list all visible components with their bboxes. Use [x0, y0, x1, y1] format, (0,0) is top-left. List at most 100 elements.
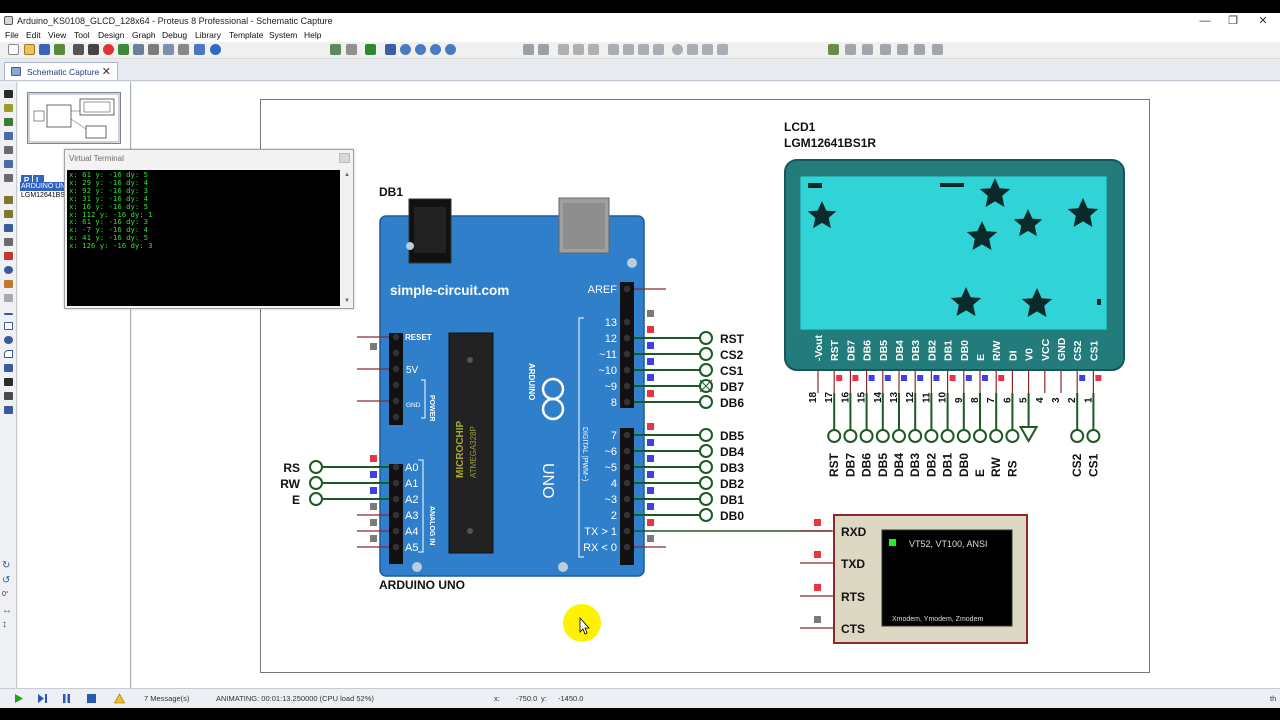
wire-label-icon[interactable] [4, 132, 13, 140]
net-terminal[interactable] [699, 363, 713, 377]
net-terminal[interactable] [699, 395, 713, 409]
net-terminal[interactable] [973, 429, 987, 443]
close-button[interactable]: ✕ [1258, 15, 1268, 27]
menu-template[interactable]: Template [229, 30, 264, 40]
net-terminal[interactable] [309, 476, 323, 490]
scroll-up-icon[interactable]: ▲ [344, 172, 350, 178]
probe-icon[interactable] [4, 266, 13, 274]
pcb-icon[interactable] [163, 44, 174, 55]
arduino-uno-component[interactable]: DB1 simple-circuit.com MICROCHIP ATMEGA3… [280, 185, 832, 592]
net-terminal[interactable] [1005, 429, 1020, 443]
menu-library[interactable]: Library [195, 30, 221, 40]
cut-icon[interactable] [558, 44, 569, 55]
block-delete-icon[interactable] [653, 44, 664, 55]
rotate-ccw-icon[interactable]: ↺ [2, 575, 11, 586]
lcd-component[interactable]: LCD1 LGM12641BS1R -Vout18RST17DB716DB615… [784, 120, 1125, 477]
net-terminal[interactable] [699, 492, 713, 506]
line-tool-icon[interactable] [4, 313, 13, 315]
net-terminal[interactable] [699, 347, 713, 361]
save-icon[interactable] [39, 44, 50, 55]
messages-count[interactable]: 7 Message(s) [144, 694, 190, 703]
minimize-button[interactable]: — [1199, 15, 1211, 27]
pause-icon[interactable] [61, 693, 72, 704]
junction-icon[interactable] [4, 118, 13, 126]
net-terminal[interactable] [989, 429, 1004, 443]
library-manager-button[interactable]: L [33, 175, 44, 186]
design-explorer-icon[interactable] [932, 44, 943, 55]
net-terminal[interactable] [956, 429, 971, 443]
redo-icon[interactable] [538, 44, 549, 55]
zoom-in-icon[interactable] [400, 44, 411, 55]
net-terminal[interactable] [1070, 429, 1085, 443]
device-item-lgm12641bs1r[interactable]: LGM12641BS1R [21, 192, 74, 199]
record-icon[interactable] [103, 44, 114, 55]
home-icon[interactable] [73, 44, 84, 55]
pick-devices-button[interactable]: P [21, 175, 32, 186]
import-icon[interactable] [54, 44, 65, 55]
stop-icon[interactable] [86, 693, 97, 704]
zoom-out-icon[interactable] [415, 44, 426, 55]
copy-icon[interactable] [573, 44, 584, 55]
netlist-icon[interactable] [133, 44, 144, 55]
menu-help[interactable]: Help [304, 30, 322, 40]
tab-schematic-capture[interactable]: Schematic Capture ✕ [4, 62, 118, 80]
make-device-icon[interactable] [687, 44, 698, 55]
component-icon[interactable] [118, 44, 129, 55]
grid-icon[interactable] [346, 44, 357, 55]
new-file-icon[interactable] [8, 44, 19, 55]
bom-icon[interactable] [148, 44, 159, 55]
tape-icon[interactable] [4, 294, 13, 302]
virtual-terminal-close-icon[interactable] [339, 153, 350, 163]
play-icon[interactable] [13, 693, 24, 704]
generator-icon[interactable] [4, 252, 13, 260]
tape-recorder-icon[interactable] [4, 238, 13, 246]
menu-system[interactable]: System [269, 30, 298, 40]
3d-view-icon[interactable] [194, 44, 205, 55]
net-terminal[interactable] [827, 429, 842, 443]
warning-icon[interactable] [114, 693, 125, 704]
box-tool-icon[interactable] [4, 322, 13, 330]
text-tool-icon[interactable] [4, 378, 13, 386]
layout-icon[interactable] [88, 44, 99, 55]
step-icon[interactable] [37, 693, 48, 704]
virtual-terminal-component[interactable]: VT52, VT100, ANSI Xmodem, Ymodem, Zmodem… [800, 514, 1028, 644]
net-terminal[interactable] [309, 492, 323, 506]
circle-tool-icon[interactable] [4, 336, 13, 344]
net-terminal[interactable] [699, 476, 713, 490]
pin-mode-icon[interactable] [4, 210, 13, 218]
net-terminal[interactable] [699, 508, 713, 522]
subcircuit-icon[interactable] [4, 174, 13, 182]
pick-icon[interactable] [672, 44, 683, 55]
net-terminal[interactable] [699, 428, 713, 442]
net-terminal[interactable] [843, 429, 858, 443]
net-terminal[interactable] [699, 460, 713, 474]
zoom-all-icon[interactable] [430, 44, 441, 55]
origin-icon[interactable] [365, 44, 376, 55]
menu-edit[interactable]: Edit [26, 30, 41, 40]
scroll-down-icon[interactable]: ▼ [344, 298, 350, 304]
net-terminal[interactable] [1086, 429, 1101, 443]
net-terminal[interactable] [940, 429, 955, 443]
graph-mode-icon[interactable] [4, 224, 13, 232]
wire-autorouter-icon[interactable] [828, 44, 839, 55]
package-icon[interactable] [702, 44, 713, 55]
tab-close-icon[interactable]: ✕ [101, 66, 111, 78]
undo-icon[interactable] [523, 44, 534, 55]
help-icon[interactable] [210, 44, 221, 55]
menu-file[interactable]: File [5, 30, 19, 40]
symbol-tool-icon[interactable] [4, 392, 13, 400]
net-terminal[interactable] [309, 460, 323, 474]
mirror-x-icon[interactable]: ↔ [2, 605, 12, 616]
refresh-icon[interactable] [330, 44, 341, 55]
bus-icon[interactable] [4, 160, 13, 168]
text-script-icon[interactable] [4, 146, 13, 154]
marker-tool-icon[interactable] [4, 406, 13, 414]
netlist-to-ares-icon[interactable] [914, 44, 925, 55]
overview-window[interactable] [27, 92, 121, 144]
open-folder-icon[interactable] [24, 44, 35, 55]
menu-view[interactable]: View [48, 30, 67, 40]
arc-tool-icon[interactable] [4, 350, 13, 358]
block-rotate-icon[interactable] [638, 44, 649, 55]
